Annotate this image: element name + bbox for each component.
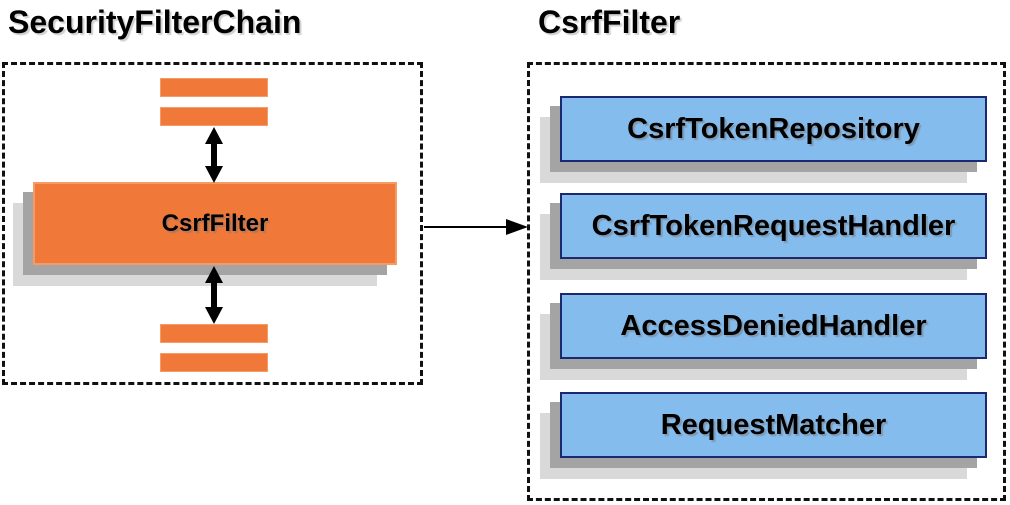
security-filter-chain-container (2, 62, 423, 385)
filter-bar (160, 353, 268, 372)
flow-arrow-icon (424, 219, 528, 235)
component-box-csrf-token-repository: CsrfTokenRepository (540, 96, 987, 183)
bidirectional-arrow-icon (205, 127, 223, 183)
filter-bar (160, 107, 268, 126)
csrf-filter-box-label: CsrfFilter (33, 182, 397, 265)
component-box-label: CsrfTokenRepository (560, 96, 987, 162)
csrf-filter-title: CsrfFilter (538, 4, 681, 40)
csrf-filter-container (527, 62, 1006, 501)
component-box-label: AccessDeniedHandler (560, 293, 987, 359)
component-box-csrf-token-request-handler: CsrfTokenRequestHandler (540, 193, 987, 280)
filter-bar (160, 78, 268, 97)
security-filter-chain-title: SecurityFilterChain (8, 4, 302, 40)
filter-bar (160, 324, 268, 343)
component-box-label: CsrfTokenRequestHandler (560, 193, 987, 259)
component-box-request-matcher: RequestMatcher (540, 392, 987, 479)
csrf-filter-box: CsrfFilter (13, 182, 397, 286)
bidirectional-arrow-icon (205, 266, 223, 324)
component-box-label: RequestMatcher (560, 392, 987, 458)
component-box-access-denied-handler: AccessDeniedHandler (540, 293, 987, 380)
